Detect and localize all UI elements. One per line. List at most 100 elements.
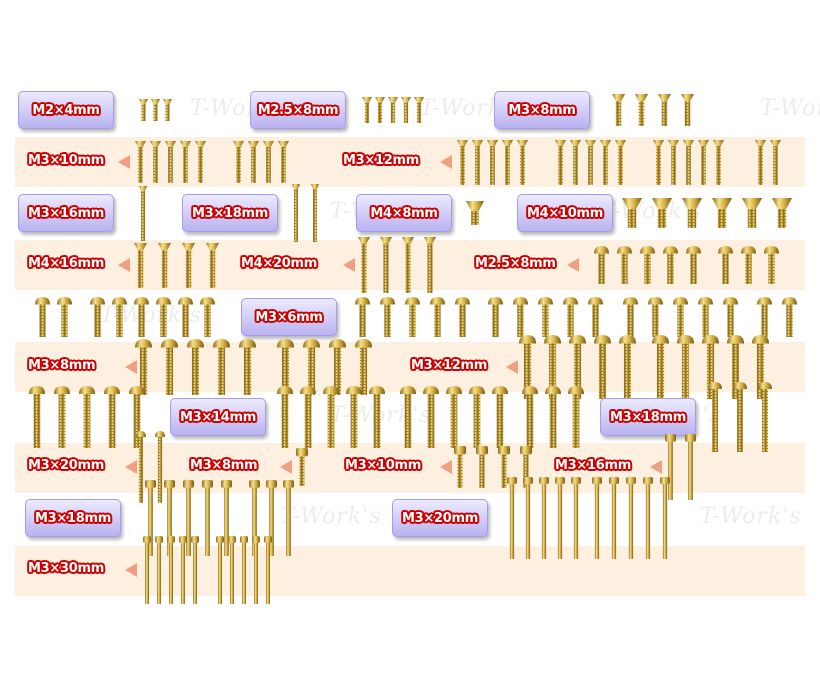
screw-group — [507, 477, 581, 559]
screw-group — [89, 297, 215, 337]
screw-group — [144, 480, 232, 556]
size-label: M3×14mm — [180, 409, 256, 425]
screw-button-icon — [685, 246, 701, 284]
screw-group — [651, 335, 769, 399]
pointer-arrow-icon — [440, 460, 452, 474]
screw-group — [487, 297, 603, 337]
screw-button-icon — [543, 335, 561, 399]
screw-group — [34, 297, 72, 337]
size-label: M3×10mm — [345, 458, 421, 473]
screw-countersunk-icon — [380, 237, 392, 293]
screw-countersunk-icon — [697, 139, 709, 185]
pointer-arrow-icon — [125, 460, 137, 474]
screw-group — [354, 297, 470, 337]
screw-countersunk-icon — [569, 139, 581, 185]
screw-group — [592, 477, 670, 559]
pointer-arrow-icon — [650, 460, 662, 474]
screw-socket-icon — [201, 480, 213, 556]
screw-button-icon — [676, 335, 694, 399]
screw-group — [136, 431, 165, 503]
screw-countersunk-icon — [358, 237, 370, 293]
screw-button-icon — [104, 386, 120, 448]
screw-countersunk-icon — [388, 97, 398, 123]
screw-group — [134, 141, 206, 183]
screw-countersunk-icon — [139, 185, 147, 241]
screw-button-icon — [446, 386, 462, 448]
screw-button-icon — [136, 431, 146, 503]
screw-button-icon — [79, 386, 95, 448]
screw-socket-icon — [643, 477, 653, 559]
screw-button-icon — [522, 386, 538, 448]
screw-button-icon — [662, 246, 678, 284]
screw-button-icon — [54, 386, 70, 448]
screw-button-icon — [111, 297, 127, 337]
screw-countersunk-icon — [375, 97, 385, 123]
screw-countersunk-icon — [311, 184, 319, 242]
screw-socket-icon — [523, 477, 533, 559]
screw-countersunk-icon — [138, 99, 148, 121]
screw-button-icon — [622, 297, 638, 337]
screw-button-icon — [781, 297, 797, 337]
screw-socket-icon — [609, 477, 619, 559]
screw-button-icon — [300, 386, 316, 448]
screw-countersunk-icon — [471, 139, 483, 185]
screw-group — [400, 386, 508, 448]
screw-countersunk-icon — [680, 94, 694, 126]
screw-group — [622, 198, 792, 228]
size-label-box: M3×18mm — [600, 398, 696, 436]
screw-button-icon — [346, 386, 362, 448]
size-label: M4×20mm — [241, 256, 317, 271]
screw-group — [296, 448, 308, 486]
screw-countersunk-icon — [134, 141, 146, 183]
screw-countersunk-icon — [516, 139, 528, 185]
screw-button-icon — [186, 339, 204, 395]
screw-group — [138, 99, 172, 121]
screw-countersunk-icon — [657, 94, 671, 126]
screw-countersunk-icon — [486, 139, 498, 185]
pointer-arrow-icon — [567, 258, 579, 272]
screw-socket-icon — [191, 536, 199, 604]
screw-socket-icon — [476, 446, 488, 488]
screw-socket-icon — [498, 446, 510, 488]
screw-socket-icon — [592, 477, 602, 559]
screw-group — [554, 139, 626, 185]
size-label: M3×8mm — [190, 458, 258, 473]
screw-button-icon — [568, 335, 586, 399]
screw-button-icon — [758, 382, 772, 452]
screw-countersunk-icon — [466, 201, 484, 225]
size-label: M3×12mm — [411, 358, 487, 373]
screw-button-icon — [199, 297, 215, 337]
screw-countersunk-icon — [652, 139, 664, 185]
screw-countersunk-icon — [611, 94, 625, 126]
size-label: M3×10mm — [28, 153, 104, 168]
screw-button-icon — [593, 246, 609, 284]
screw-socket-icon — [626, 477, 636, 559]
screw-group — [518, 335, 636, 399]
screw-button-icon — [616, 246, 632, 284]
screw-socket-icon — [454, 446, 466, 488]
screw-group — [622, 297, 738, 337]
screw-button-icon — [238, 339, 256, 395]
screw-button-icon — [545, 386, 561, 448]
screw-button-icon — [354, 339, 372, 395]
size-label-box: M2×4mm — [18, 91, 114, 129]
size-label-box: M2.5×8mm — [250, 91, 346, 129]
screw-button-icon — [454, 297, 470, 337]
screw-group — [134, 339, 256, 395]
screw-button-icon — [379, 297, 395, 337]
row-band — [15, 342, 805, 392]
screw-group — [708, 382, 772, 452]
screw-button-icon — [733, 382, 747, 452]
screw-countersunk-icon — [401, 97, 411, 123]
screw-countersunk-icon — [501, 139, 513, 185]
screw-group — [133, 242, 219, 288]
screw-button-icon — [423, 386, 439, 448]
size-label: M3×12mm — [343, 153, 419, 168]
screw-button-icon — [34, 297, 50, 337]
screw-countersunk-icon — [554, 139, 566, 185]
screw-socket-icon — [265, 480, 277, 556]
screw-button-icon — [134, 339, 152, 395]
screw-group — [143, 536, 199, 604]
screw-countersunk-icon — [362, 97, 372, 123]
